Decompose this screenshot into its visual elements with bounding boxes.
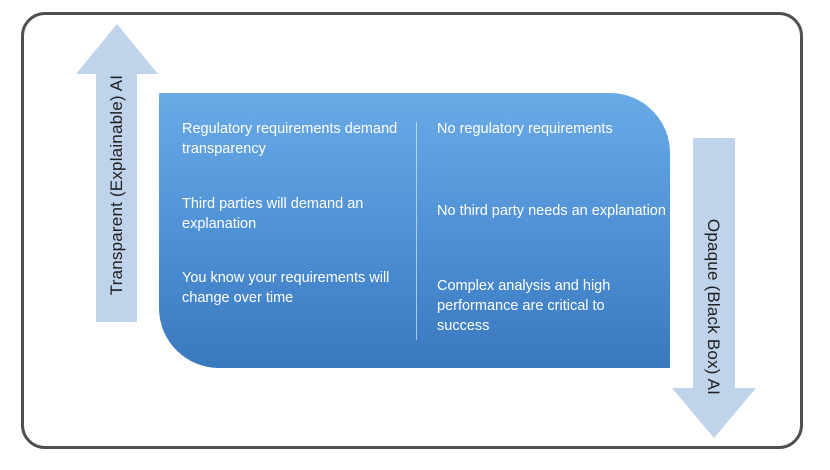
opaque-reason-no-third-party: No third party needs an explanation [437, 203, 666, 219]
opaque-ai-label: Opaque (Black Box) AI [704, 218, 723, 396]
opaque-reason-performance: Complex analysis and high performance ar… [437, 278, 611, 334]
transparent-reason-changing-requirements: You know your requirements will change o… [182, 270, 390, 306]
down-arrow-icon [672, 138, 756, 438]
transparent-reason-regulatory: Regulatory requirements demand transpare… [182, 121, 398, 157]
up-arrow-icon [76, 24, 158, 322]
transparent-reason-third-parties: Third parties will demand an explanation [182, 196, 364, 232]
comparison-panel [159, 93, 670, 368]
opaque-reason-no-regulatory: No regulatory requirements [437, 121, 613, 137]
column-divider [416, 122, 417, 340]
transparent-ai-label: Transparent (Explainable) AI [107, 74, 126, 296]
